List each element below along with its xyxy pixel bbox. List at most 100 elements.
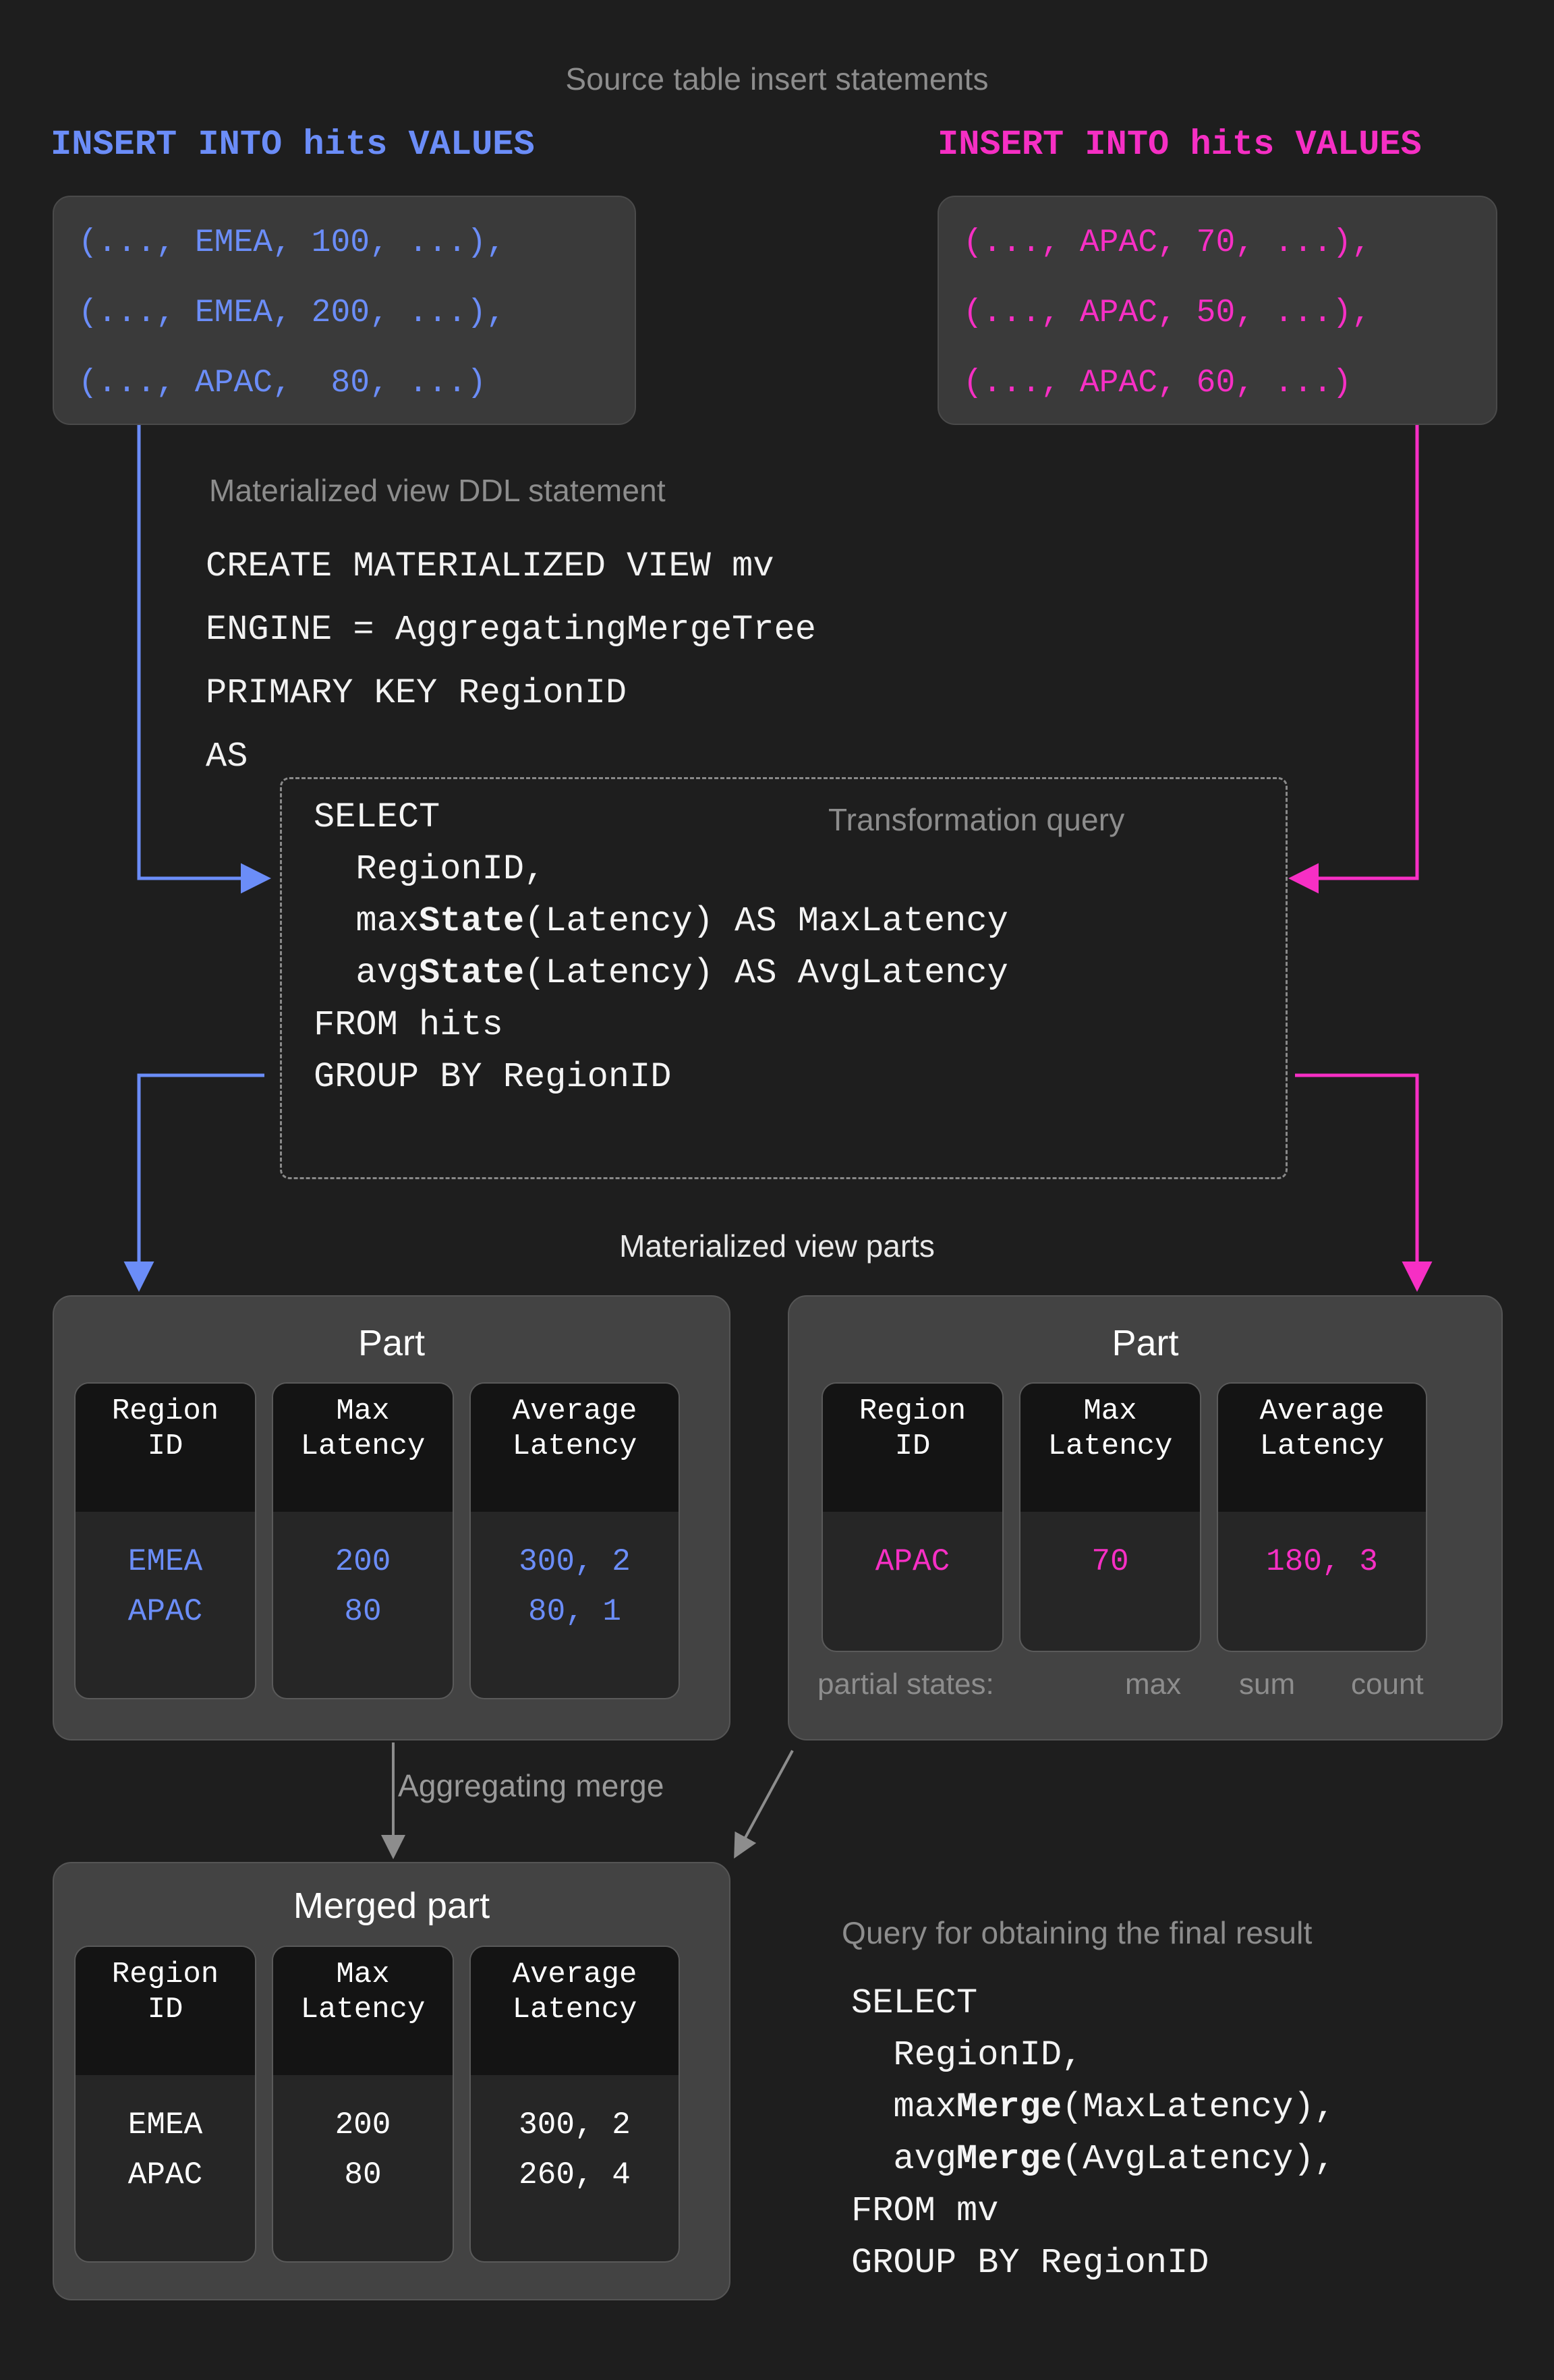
tq-maxstate-post: (Latency) AS MaxLatency bbox=[524, 901, 1008, 941]
final-query-caption: Query for obtaining the final result bbox=[842, 1915, 1313, 1950]
right-part-head-regionid: Region ID bbox=[823, 1384, 1002, 1512]
merged-head-max-2: Latency bbox=[300, 1992, 426, 2027]
tq-line-groupby: GROUP BY RegionID bbox=[314, 1057, 672, 1097]
left-part-head-regionid: Region ID Region ID bbox=[76, 1384, 255, 1512]
partial-states-count: count bbox=[1351, 1668, 1424, 1701]
left-part-col-regionid: Region ID Region ID EMEA APAC bbox=[74, 1382, 256, 1699]
tq-avgstate-pre: avg bbox=[314, 953, 420, 993]
merged-head-max-1: Max bbox=[336, 1958, 390, 1991]
right-insert-box: (..., APAC, 70, ...), (..., APAC, 50, ..… bbox=[938, 196, 1497, 425]
tq-maxstate-pre: max bbox=[314, 901, 420, 941]
fq-line-select: SELECT bbox=[851, 1983, 978, 2023]
merged-part-head-maxlatency: Max Latency bbox=[273, 1947, 453, 2075]
fq-avgmerge-post: (AvgLatency), bbox=[1062, 2139, 1335, 2179]
final-query-text: SELECT RegionID, maxMerge(MaxLatency), a… bbox=[851, 1983, 1335, 2283]
ddl-line-3: AS bbox=[206, 737, 248, 776]
right-part-title: Part bbox=[1112, 1323, 1179, 1363]
right-part-head-maxlatency: Max Latency bbox=[1020, 1384, 1200, 1512]
mv-ddl-caption: Materialized view DDL statement bbox=[209, 473, 666, 508]
arrow-right-part-to-merged bbox=[734, 1750, 794, 1859]
tq-line-avgstate: avgState(Latency) AS AvgLatency bbox=[314, 953, 1008, 993]
ddl-line-2: PRIMARY KEY RegionID bbox=[206, 673, 627, 713]
right-part-cell-max-0: 70 bbox=[1091, 1544, 1129, 1579]
right-head-max-1: Max bbox=[1083, 1394, 1137, 1428]
merged-part-box: Merged part Region ID EMEA APAC Max Late… bbox=[53, 1862, 730, 2300]
merged-part-cell-avg-0: 300, 2 bbox=[519, 2107, 631, 2143]
merged-part-cell-region-1: APAC bbox=[127, 2157, 203, 2192]
transformation-query-text: SELECT RegionID, maxState(Latency) AS Ma… bbox=[314, 797, 1008, 1097]
fq-avgmerge-bold: Merge bbox=[956, 2139, 1062, 2179]
partial-states-label: partial states: bbox=[817, 1668, 994, 1701]
tq-avgstate-post: (Latency) AS AvgLatency bbox=[524, 953, 1008, 993]
merged-part-title: Merged part bbox=[293, 1886, 490, 1926]
right-part-col-avglatency: Average Latency 180, 3 bbox=[1217, 1382, 1427, 1652]
merged-head-region-2: ID bbox=[147, 1992, 183, 2027]
merged-part-head-regionid: Region ID bbox=[76, 1947, 255, 2075]
right-insert-row-2: (..., APAC, 60, ...) bbox=[963, 365, 1352, 401]
right-part-col-regionid: Region ID APAC bbox=[822, 1382, 1004, 1652]
fq-avgmerge-pre: avg bbox=[851, 2139, 957, 2179]
right-head-avg-2: Latency bbox=[1259, 1429, 1385, 1463]
left-head-region-1: Region bbox=[111, 1394, 219, 1428]
left-insert-box: (..., EMEA, 100, ...), (..., EMEA, 200, … bbox=[53, 196, 636, 425]
tq-avgstate-bold: State bbox=[419, 953, 525, 993]
merged-part-col-regionid: Region ID EMEA APAC bbox=[74, 1946, 256, 2263]
tq-line-select: SELECT bbox=[314, 797, 440, 837]
left-head-max-2: Latency bbox=[300, 1429, 426, 1463]
fq-maxmerge-bold: Merge bbox=[956, 2087, 1062, 2127]
left-head-region-2: ID bbox=[147, 1429, 183, 1463]
merged-part-cell-max-1: 80 bbox=[344, 2157, 382, 2192]
merged-part-cell-avg-1: 260, 4 bbox=[519, 2157, 631, 2192]
left-part-cell-max-1: 80 bbox=[344, 1594, 382, 1629]
fq-line-maxmerge: maxMerge(MaxLatency), bbox=[851, 2087, 1335, 2127]
right-insert-row-1: (..., APAC, 50, ...), bbox=[963, 295, 1371, 331]
tq-maxstate-bold: State bbox=[419, 901, 525, 941]
fq-line-groupby: GROUP BY RegionID bbox=[851, 2243, 1209, 2283]
right-part-cell-region-0: APAC bbox=[875, 1544, 950, 1579]
right-part-head-avglatency: Average Latency bbox=[1218, 1384, 1426, 1512]
merged-head-avg-1: Average bbox=[512, 1958, 637, 1991]
ddl-line-0: CREATE MATERIALIZED VIEW mv bbox=[206, 546, 774, 586]
tq-line-from: FROM hits bbox=[314, 1005, 503, 1045]
transformation-query-caption: Transformation query bbox=[828, 802, 1125, 837]
merged-head-region-1: Region bbox=[111, 1958, 219, 1991]
left-part-col-maxlatency: Max Latency 200 80 bbox=[272, 1382, 454, 1699]
left-head-avg-2: Latency bbox=[512, 1429, 637, 1463]
left-insert-row-0: (..., EMEA, 100, ...), bbox=[78, 225, 506, 261]
left-part-cell-avg-1: 80, 1 bbox=[527, 1594, 622, 1629]
fq-line-regionid: RegionID, bbox=[851, 2035, 1083, 2075]
right-head-avg-1: Average bbox=[1259, 1394, 1385, 1428]
mv-ddl-block: CREATE MATERIALIZED VIEW mv ENGINE = Agg… bbox=[206, 546, 816, 776]
tq-line-maxstate: maxState(Latency) AS MaxLatency bbox=[314, 901, 1008, 941]
fq-line-avgmerge: avgMerge(AvgLatency), bbox=[851, 2139, 1335, 2179]
ddl-line-1: ENGINE = AggregatingMergeTree bbox=[206, 610, 816, 650]
left-part-cell-avg-0: 300, 2 bbox=[519, 1544, 631, 1579]
left-head-max-1: Max bbox=[336, 1394, 390, 1428]
merged-part-head-avglatency: Average Latency bbox=[471, 1947, 679, 2075]
merged-part-cell-max-0: 200 bbox=[335, 2107, 391, 2143]
right-part-box: Part Region ID APAC Max Latency 70 Avera… bbox=[788, 1295, 1503, 1740]
left-insert-header: INSERT INTO hits VALUES bbox=[51, 125, 535, 165]
right-part-cell-avg-0: 180, 3 bbox=[1266, 1544, 1378, 1579]
transformation-query-box bbox=[280, 777, 1288, 1179]
merged-part-col-maxlatency: Max Latency 200 80 bbox=[272, 1946, 454, 2263]
fq-line-from: FROM mv bbox=[851, 2191, 999, 2231]
left-part-col-avglatency: Average Latency 300, 2 80, 1 bbox=[469, 1382, 680, 1699]
aggregating-merge-caption: Aggregating merge bbox=[398, 1768, 664, 1803]
right-head-region-1: Region bbox=[859, 1394, 967, 1428]
left-part-box: Part Region ID Region ID EMEA APAC Max L… bbox=[53, 1295, 730, 1740]
partial-states-max: max bbox=[1125, 1668, 1182, 1701]
right-head-max-2: Latency bbox=[1047, 1429, 1173, 1463]
mv-parts-caption: Materialized view parts bbox=[619, 1228, 935, 1264]
merged-part-cell-region-0: EMEA bbox=[127, 2107, 203, 2143]
merged-head-avg-2: Latency bbox=[512, 1992, 637, 2027]
left-part-cell-region-0: EMEA bbox=[127, 1544, 203, 1579]
left-part-head-avglatency: Average Latency bbox=[471, 1384, 679, 1512]
partial-states-sum: sum bbox=[1239, 1668, 1296, 1701]
fq-maxmerge-pre: max bbox=[851, 2087, 957, 2127]
right-insert-header: INSERT INTO hits VALUES bbox=[938, 125, 1422, 165]
left-part-head-maxlatency: Max Latency bbox=[273, 1384, 453, 1512]
arrow-right-insert-to-query bbox=[1288, 425, 1419, 894]
fq-maxmerge-post: (MaxLatency), bbox=[1062, 2087, 1335, 2127]
right-head-region-2: ID bbox=[894, 1429, 931, 1463]
